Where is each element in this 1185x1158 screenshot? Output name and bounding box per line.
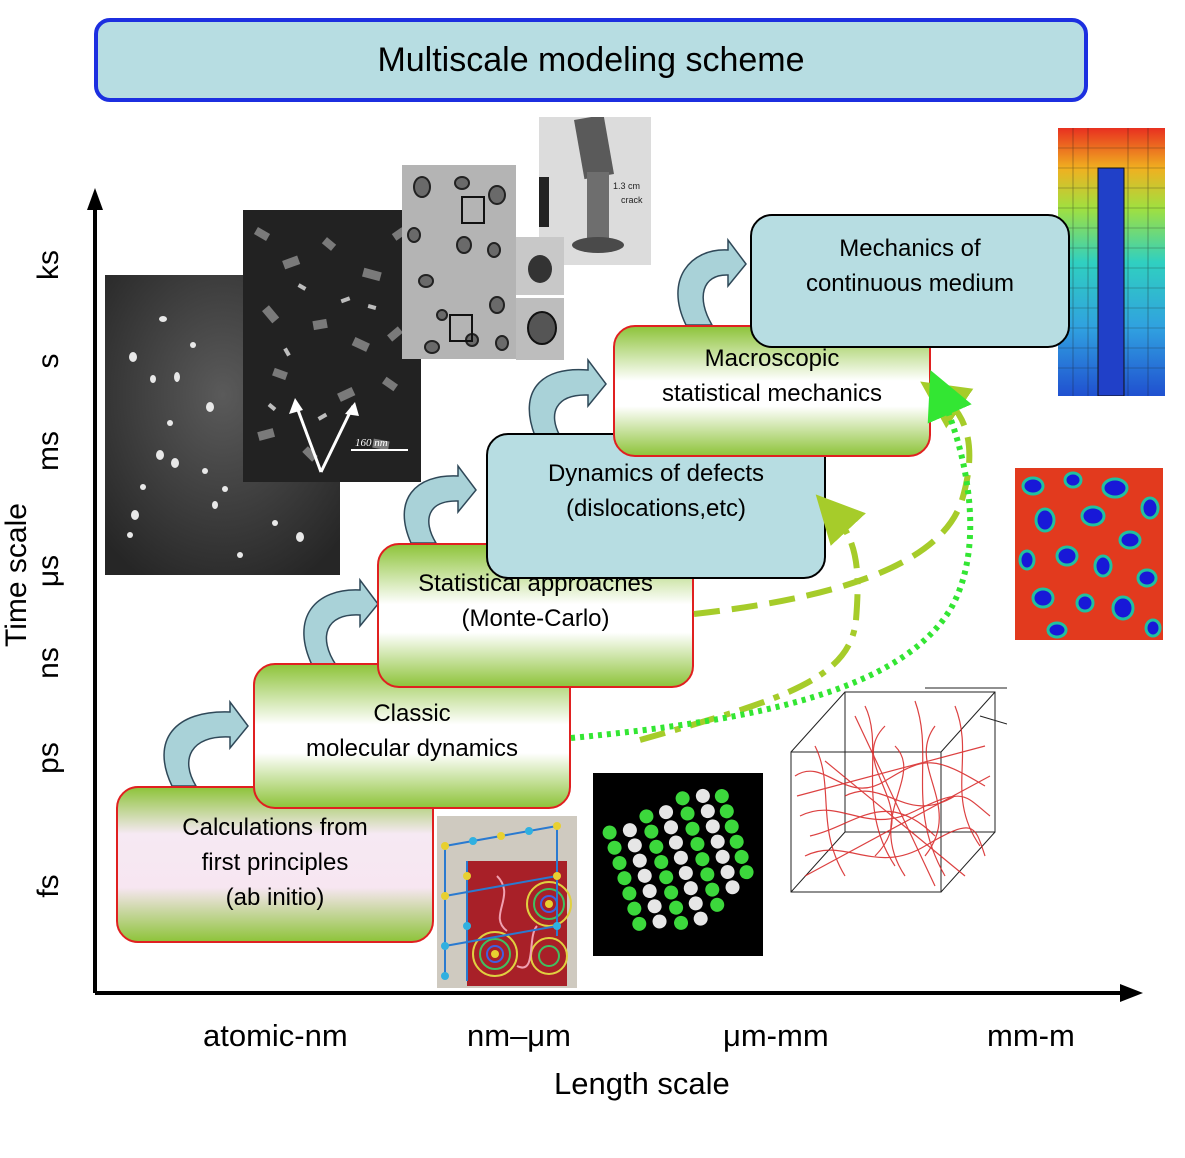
stage-ab-initio-line-3: (ab initio) [225,884,325,911]
x-tick-nm-um: nm–μm [467,1018,571,1053]
stage-sm-line-1: Macroscopic [704,345,840,372]
stage-cm-line-2: continuous medium [805,270,1015,297]
crack-note-2: crack [621,195,643,205]
x-tick-atomic-nm: atomic-nm [203,1018,348,1053]
stage-cm-line-1: Mechanics of [839,235,981,262]
crack-note-1: 1.3 cm [613,181,640,191]
stage-md-line-1: Classic [373,700,451,727]
stage-sm-line-2: statistical mechanics [661,380,883,407]
fem-stress-model-image [1058,128,1165,396]
phase-field-image [1015,468,1163,640]
stage-ab-initio-line-2: first principles [201,849,349,876]
stage-ab-initio: Calculations from first principles (ab i… [116,786,434,943]
precipitate-detail-image-1 [516,237,564,295]
x-tick-mm-m: mm-m [987,1018,1075,1053]
electron-density-crystal-image [437,816,577,988]
y-tick-fs: fs [32,874,65,898]
diagram-title: Multiscale modeling scheme [94,18,1088,102]
y-tick-ks: ks [32,250,65,280]
micro-scale-label: 160 nm [355,437,388,449]
stage-dd-line-2: (dislocations,etc) [565,495,747,522]
stage-ab-initio-line-1: Calculations from [182,814,368,841]
stage-dd-line-1: Dynamics of defects [547,460,765,487]
y-tick-us: μs [32,554,65,588]
y-tick-s: s [32,353,65,369]
stage-continuum-mechanics: Mechanics of continuous medium [750,214,1070,348]
dislocation-network-image [785,686,1007,896]
diagram-title-text: Multiscale modeling scheme [377,40,805,79]
y-tick-ms: ms [32,431,65,471]
y-axis-label: Time scale [0,490,34,660]
stage-md-line-2: molecular dynamics [305,735,519,762]
y-tick-ns: ns [32,647,65,679]
dark-field-micrograph-image: 160 nm [243,210,421,482]
y-tick-ps: ps [32,742,65,774]
x-tick-um-mm: μm-mm [723,1018,829,1053]
atomic-lattice-image [593,773,763,956]
precipitate-detail-image-2 [516,298,564,360]
x-axis-label-text: Length scale [554,1066,730,1101]
precipitate-micrograph-image [402,165,516,359]
stage-mc-line-2: (Monte-Carlo) [461,604,610,632]
y-axis-label-text: Time scale [0,503,33,647]
x-axis-label: Length scale [554,1066,730,1102]
